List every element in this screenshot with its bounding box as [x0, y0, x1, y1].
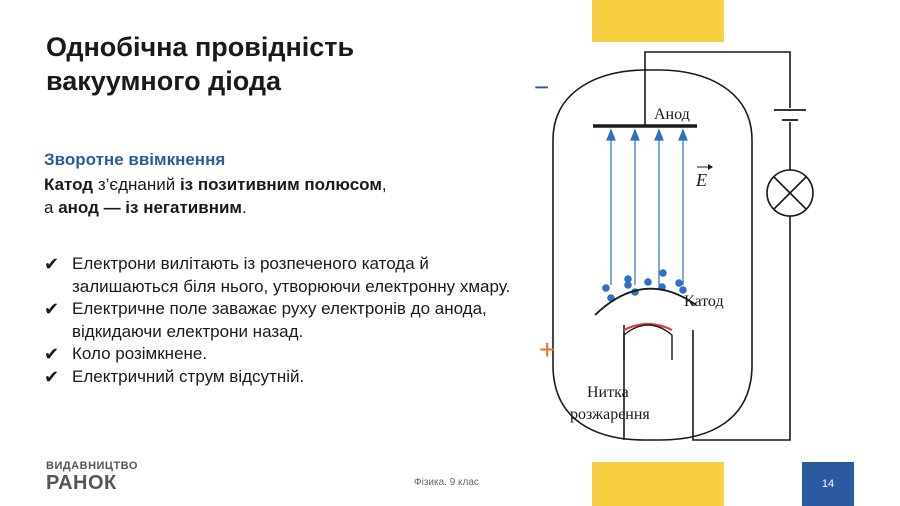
electron [624, 281, 632, 289]
logo-line-2: РАНОК [46, 472, 117, 494]
lamp-icon [766, 169, 814, 217]
electron [624, 275, 632, 283]
title-line-1: Однобічна провідність [46, 32, 355, 62]
statement-and: а [44, 198, 59, 217]
bullet-item: ✔ Електрони вилітають із розпеченого като… [44, 253, 514, 298]
statement-cathode: Катод [44, 175, 94, 194]
field-vector-label: E [695, 164, 713, 190]
logo-line-1: ВИДАВНИЦТВО [46, 460, 138, 472]
anode-label: Анод [654, 106, 690, 123]
check-icon: ✔ [44, 366, 60, 387]
check-icon: ✔ [44, 254, 60, 274]
course-name: Фізика. 9 клас [414, 477, 479, 488]
vacuum-diode-diagram: Анод E Катод Нитка розжарення − + [534, 51, 814, 441]
cathode-label: Катод [684, 293, 724, 310]
statement-comma: , [381, 175, 387, 194]
bullet-list: ✔ Електрони вилітають із розпеченого като… [44, 253, 514, 388]
bullet-item: ✔ Електричне поле заважає руху електронів… [44, 298, 514, 343]
bottom-yellow-bar [592, 462, 724, 506]
cathode-arc [594, 287, 697, 316]
top-yellow-bar [592, 0, 724, 42]
bullet-item: ✔ Коло розімкнене. [44, 343, 514, 366]
statement-positive: із позитивним полюсом [179, 175, 382, 194]
check-icon: ✔ [44, 299, 60, 319]
statement-period: . [241, 198, 247, 217]
connection-statement: Катод з’єднаний із позитивним полюсом, а… [44, 173, 504, 219]
publisher-logo: ВИДАВНИЦТВО РАНОК [46, 460, 138, 494]
check-icon: ✔ [44, 344, 60, 364]
filament-housing [623, 324, 673, 360]
page-number: 14 [802, 462, 854, 506]
diode-bulb [552, 69, 753, 441]
electric-field-lines [606, 128, 688, 285]
electron-cloud [602, 269, 687, 302]
filament-label-line-1: Нитка [587, 384, 629, 401]
bullet-text: Електрони вилітають із розпеченого катод… [72, 254, 511, 296]
electron [659, 269, 667, 277]
filament-label-line-2: розжарення [570, 406, 650, 423]
slide-title: Однобічна провідність вакуумного діода [46, 30, 506, 98]
statement-anode-negative: анод — із негативним [58, 198, 242, 217]
title-line-2: вакуумного діода [46, 66, 282, 96]
electron [679, 286, 687, 294]
bullet-text: Коло розімкнене. [72, 344, 208, 363]
field-label: E [695, 170, 707, 190]
bullet-item: ✔ Електричний струм відсутній. [44, 366, 514, 389]
minus-sign: − [534, 72, 549, 102]
electron [602, 284, 610, 292]
subtitle: Зворотне ввімкнення [44, 150, 226, 169]
electron [644, 278, 652, 286]
bullet-text: Електричний струм відсутній. [72, 366, 305, 386]
plus-sign: + [539, 334, 555, 365]
circuit-wire-bottom [692, 216, 791, 441]
statement-connected: з’єднаний [93, 175, 180, 194]
bullet-text: Електричне поле заважає руху електронів … [72, 299, 487, 341]
filament-arc [623, 322, 673, 331]
circuit-wire-top [644, 51, 791, 125]
electron [675, 279, 683, 287]
